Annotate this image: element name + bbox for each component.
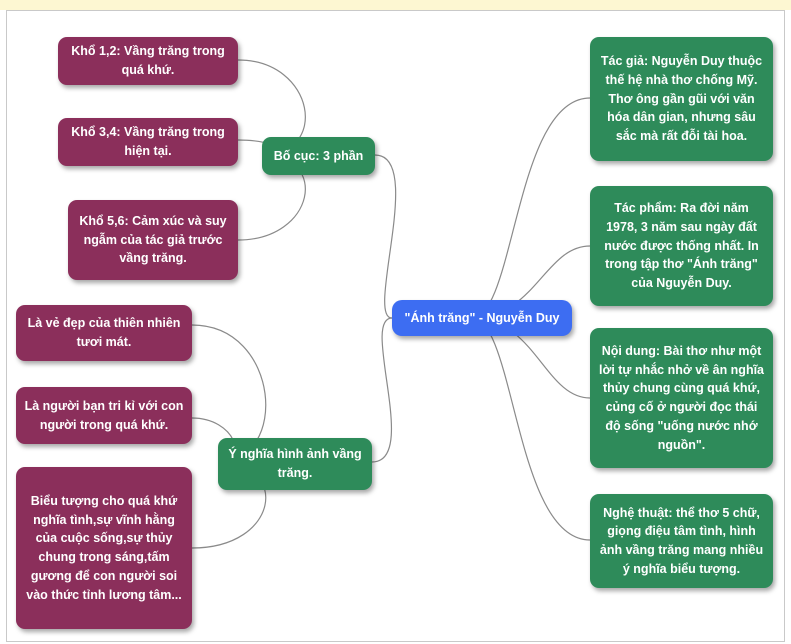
branch-bo-cuc-label: Bố cục: 3 phần: [273, 148, 364, 163]
bo-cuc-child-2[interactable]: Khổ 3,4: Vầng trăng trong hiện tại.: [58, 118, 238, 166]
bo-cuc-child-3-label: Khổ 5,6: Cảm xúc và suy ngẫm của tác giả…: [79, 213, 227, 266]
right-nghe-thuat-label: Nghệ thuật: thể thơ 5 chữ, giọng điệu tâ…: [599, 505, 764, 576]
y-nghia-child-2-label: Là người bạn tri kỉ với con người trong …: [24, 398, 184, 432]
right-tac-pham-label: Tác phẩm: Ra đời năm 1978, 3 năm sau ngà…: [604, 201, 759, 291]
link-center-tac-gia: [471, 97, 591, 319]
right-nghe-thuat[interactable]: Nghệ thuật: thể thơ 5 chữ, giọng điệu tâ…: [590, 494, 773, 588]
link-center-bo-cuc: [374, 154, 397, 319]
bo-cuc-child-2-label: Khổ 3,4: Vầng trăng trong hiện tại.: [71, 125, 225, 158]
right-noi-dung[interactable]: Nội dung: Bài thơ như một lời tự nhắc nh…: [590, 328, 773, 468]
branch-bo-cuc[interactable]: Bố cục: 3 phần: [262, 137, 375, 175]
right-tac-gia-label: Tác giả: Nguyễn Duy thuộc thế hệ nhà thơ…: [600, 54, 763, 144]
bo-cuc-child-1-label: Khổ 1,2: Vầng trăng trong quá khứ.: [71, 44, 225, 77]
branch-y-nghia[interactable]: Ý nghĩa hình ảnh vầng trăng.: [218, 438, 372, 490]
center-node-label: "Ánh trăng" - Nguyễn Duy: [404, 310, 560, 325]
y-nghia-child-2[interactable]: Là người bạn tri kỉ với con người trong …: [16, 387, 192, 444]
link-center-nghe-thuat: [471, 317, 591, 541]
top-strip: [0, 0, 791, 10]
y-nghia-child-3[interactable]: Biểu tượng cho quá khứ nghĩa tình,sự vĩn…: [16, 467, 192, 629]
y-nghia-child-3-label: Biểu tượng cho quá khứ nghĩa tình,sự vĩn…: [26, 493, 182, 602]
right-noi-dung-label: Nội dung: Bài thơ như một lời tự nhắc nh…: [598, 343, 765, 452]
branch-y-nghia-label: Ý nghĩa hình ảnh vầng trăng.: [228, 447, 362, 480]
link-center-y-nghia: [371, 317, 393, 463]
y-nghia-child-1-label: Là vẻ đẹp của thiên nhiên tươi mát.: [27, 316, 181, 349]
y-nghia-child-1[interactable]: Là vẻ đẹp của thiên nhiên tươi mát.: [16, 305, 192, 361]
bo-cuc-child-3[interactable]: Khổ 5,6: Cảm xúc và suy ngẫm của tác giả…: [68, 200, 238, 280]
right-tac-gia[interactable]: Tác giả: Nguyễn Duy thuộc thế hệ nhà thơ…: [590, 37, 773, 161]
bo-cuc-child-1[interactable]: Khổ 1,2: Vầng trăng trong quá khứ.: [58, 37, 238, 85]
center-node[interactable]: "Ánh trăng" - Nguyễn Duy: [392, 300, 572, 336]
right-tac-pham[interactable]: Tác phẩm: Ra đời năm 1978, 3 năm sau ngà…: [590, 186, 773, 306]
